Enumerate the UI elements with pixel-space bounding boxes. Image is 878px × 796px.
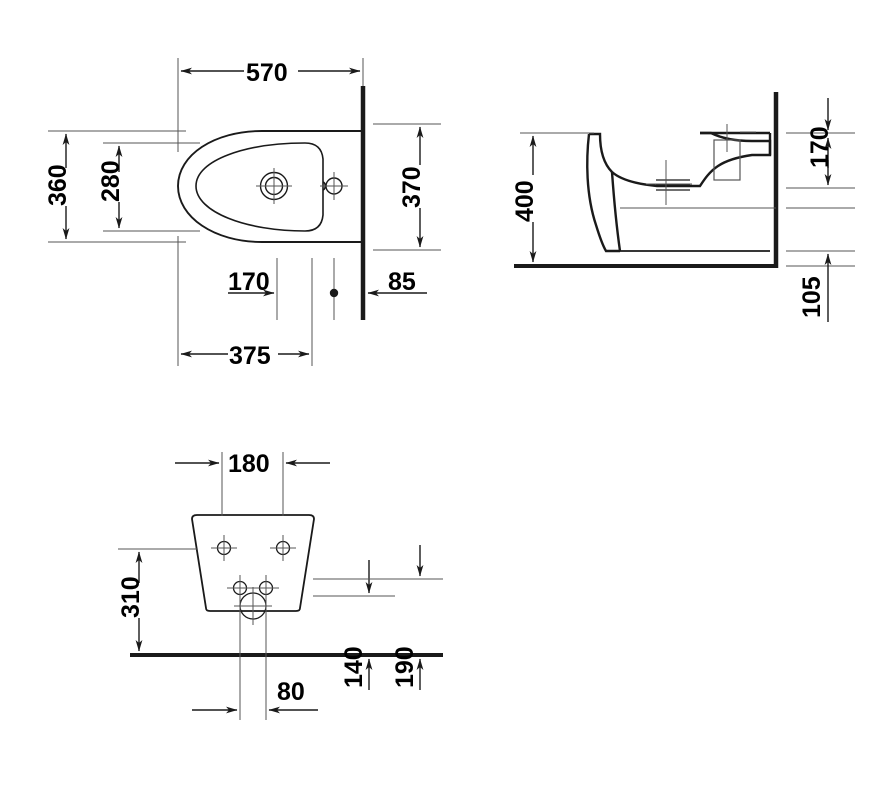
- front-dim-140: 140: [313, 560, 395, 690]
- front-view: 180 310 140 190: [117, 450, 443, 720]
- side-view: 400 170 105: [511, 92, 855, 322]
- plan-dim-375-label: 375: [229, 342, 271, 370]
- side-inner-ridge: [610, 171, 622, 252]
- front-dim-310: 310: [117, 548, 197, 652]
- front-dim-190: 190: [313, 545, 443, 690]
- plan-dim-360: 360: [44, 130, 186, 243]
- plan-dim-280: 280: [97, 142, 200, 232]
- plan-dim-280-label: 280: [97, 160, 125, 202]
- side-dim-170-label: 170: [806, 126, 834, 168]
- plan-view: 570 360 280: [44, 58, 441, 370]
- plan-fixing-symbol: [320, 172, 348, 200]
- plan-dim-360-label: 360: [44, 164, 72, 206]
- front-dim-80: 80: [192, 600, 318, 720]
- front-dim-180: 180: [175, 450, 330, 516]
- plan-dim-370: 370: [373, 123, 441, 251]
- plan-dim-85-label: 85: [388, 268, 416, 296]
- side-dim-400: 400: [511, 132, 594, 263]
- front-fixing-upper-right: [270, 535, 296, 561]
- plan-dim-375: 375: [177, 236, 313, 370]
- plan-dim-170-label: 170: [228, 268, 270, 296]
- plan-dim-170: 170: [228, 258, 339, 320]
- plan-bowl-outline: [195, 142, 324, 232]
- side-dim-105-label: 105: [798, 276, 826, 318]
- plan-dim-570: 570: [177, 58, 364, 152]
- front-body-outline: [191, 514, 315, 612]
- front-dim-190-label: 190: [391, 646, 419, 688]
- side-dim-400-label: 400: [511, 180, 539, 222]
- front-fixing-lower-right: [253, 575, 279, 601]
- plan-dim-85: 85: [367, 268, 427, 297]
- side-trap-detail: [713, 124, 756, 181]
- front-dim-180-label: 180: [228, 450, 270, 478]
- front-dim-80-label: 80: [277, 678, 305, 706]
- side-dim-170: 170: [786, 98, 855, 209]
- side-drain-hatch: [646, 160, 692, 205]
- plan-dim-370-label: 370: [398, 166, 426, 208]
- front-fixing-upper-left: [211, 535, 237, 561]
- plan-drain-symbol: [256, 168, 292, 204]
- front-dim-310-label: 310: [117, 576, 145, 618]
- plan-dim-570-label: 570: [246, 59, 288, 87]
- side-dim-105: 105: [786, 250, 855, 322]
- plan-body-outline: [177, 130, 363, 243]
- front-dim-140-label: 140: [340, 646, 368, 688]
- side-bowl-inner-profile: [589, 131, 772, 188]
- side-front-profile: [586, 133, 620, 253]
- front-fixing-lower-left: [227, 575, 253, 601]
